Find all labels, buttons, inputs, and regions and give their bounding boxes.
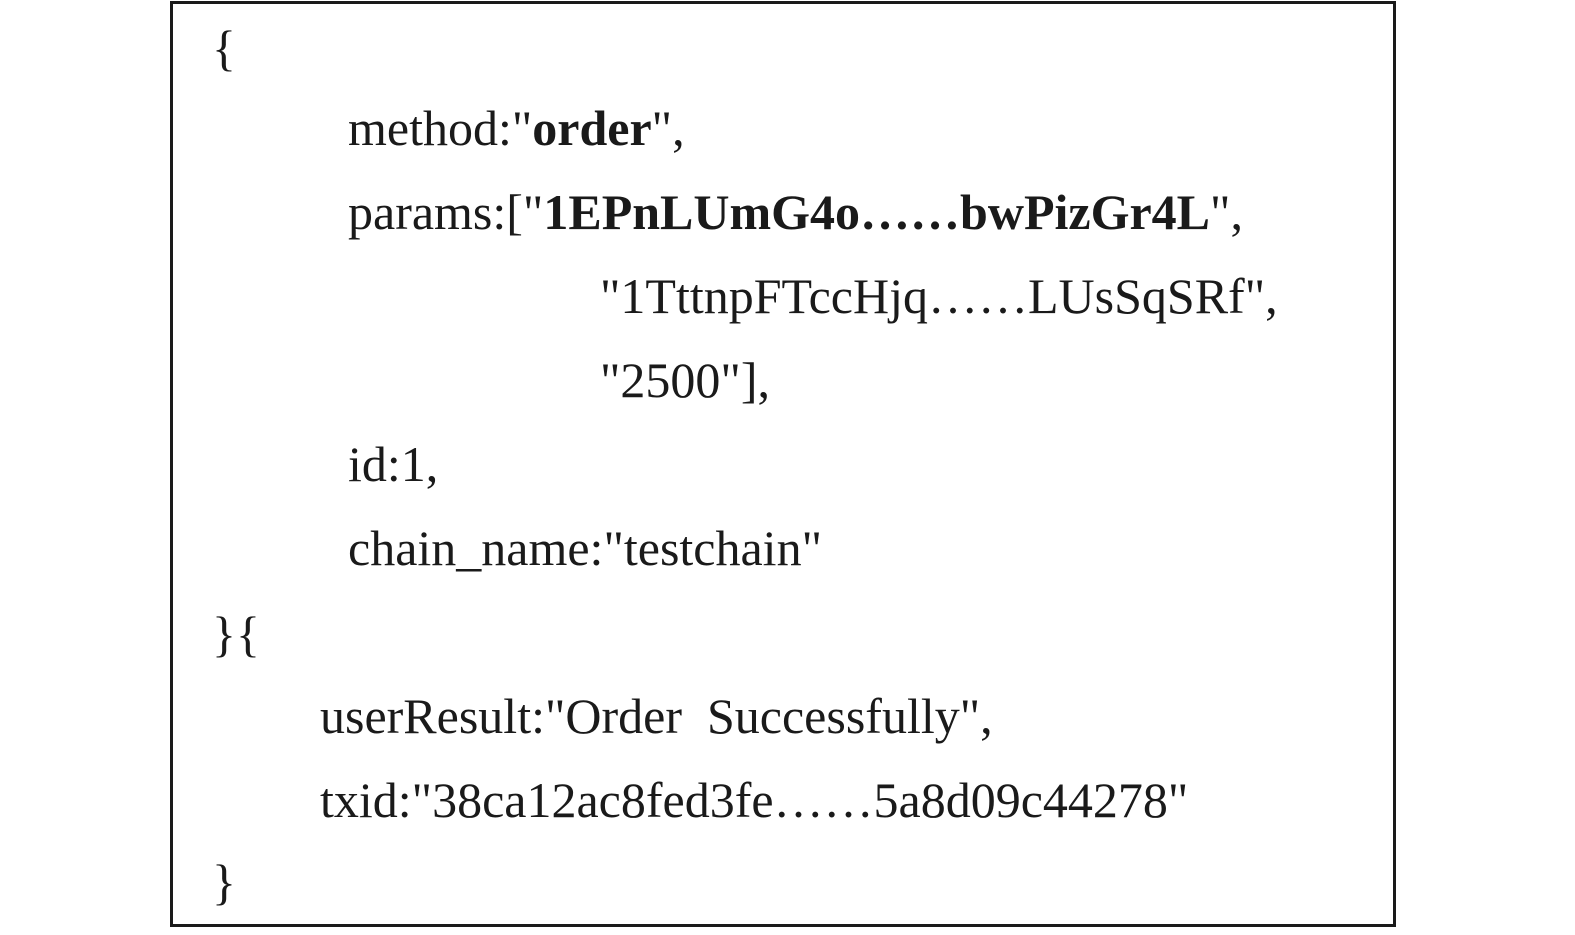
params-value-1: 1EPnLUmG4o……bwPizGr4L [543,184,1211,240]
method-value: order [532,100,652,156]
id-line: id:1, [348,436,439,492]
params-close-1: ", [1210,184,1243,240]
method-close: ", [651,100,685,156]
params-line: params:["1EPnLUmG4o……bwPizGr4L", [348,182,1243,242]
params-value-2: "1TttnpFTccHjq……LUsSqSRf", [600,268,1278,324]
method-key: method:" [348,100,533,156]
params-key: params:[" [348,184,544,240]
close-brace: } [212,854,236,910]
chain-name-line: chain_name:"testchain" [348,520,822,576]
txid-line: txid:"38ca12ac8fed3fe……5a8d09c44278" [320,772,1189,828]
method-line: method:"order", [348,98,685,158]
user-result-line: userResult:"Order Successfully", [320,688,993,744]
params-value-3: "2500"], [600,352,770,408]
open-brace: { [212,20,236,76]
close-open-brace: }{ [212,606,260,662]
code-frame [170,1,1396,927]
